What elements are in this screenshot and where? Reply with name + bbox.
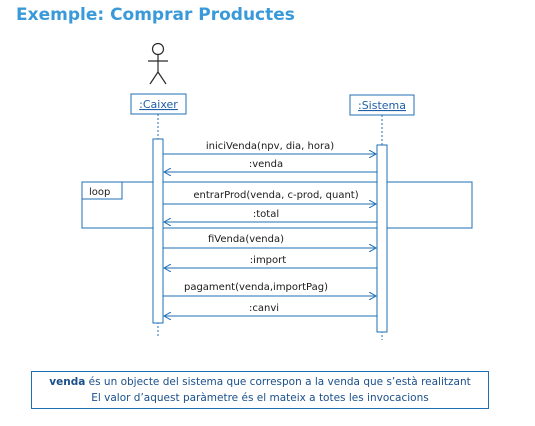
message-inici-venda: iniciVenda(npv, dia, hora) (163, 141, 376, 154)
note-box: venda és un objecte del sistema que corr… (31, 371, 489, 409)
note-bold-term: venda (49, 376, 86, 388)
lifeline-label-sistema: :Sistema (358, 99, 406, 112)
message-label-entrar-prod: entrarProd(venda, c-prod, quant) (193, 190, 358, 201)
message-label-inici-venda: iniciVenda(npv, dia, hora) (206, 141, 334, 152)
return-total: :total (164, 209, 377, 222)
message-pagament: pagament(venda,importPag) (163, 282, 376, 296)
activation-caixer (152, 138, 164, 324)
page-title: Exemple: Comprar Productes (16, 5, 295, 25)
message-fi-venda: fiVenda(venda) (163, 234, 376, 248)
note-line-1-text: és un objecte del sistema que correspon … (85, 376, 471, 388)
activation-sistema (376, 144, 388, 333)
message-entrar-prod: entrarProd(venda, c-prod, quant) (163, 190, 376, 204)
loop-label: loop (89, 187, 110, 198)
actor-icon (148, 42, 168, 85)
lifeline-label-caixer: :Caixer (139, 98, 178, 111)
return-label-canvi: :canvi (249, 303, 279, 314)
note-line-2: El valor d’aquest paràmetre és el mateix… (91, 392, 429, 404)
lifeline-head-sistema: :Sistema (349, 94, 415, 116)
return-label-venda: :venda (249, 159, 283, 170)
lifeline-head-caixer: :Caixer (130, 93, 187, 115)
message-label-pagament: pagament(venda,importPag) (184, 282, 328, 293)
return-venda: :venda (164, 159, 377, 172)
message-label-fi-venda: fiVenda(venda) (208, 234, 284, 245)
return-import: :import (164, 255, 377, 268)
loop-fragment: loop (81, 181, 473, 229)
note-line-1: venda és un objecte del sistema que corr… (32, 374, 488, 390)
return-label-total: :total (253, 209, 279, 220)
return-label-import: :import (250, 255, 286, 266)
return-canvi: :canvi (164, 303, 377, 316)
